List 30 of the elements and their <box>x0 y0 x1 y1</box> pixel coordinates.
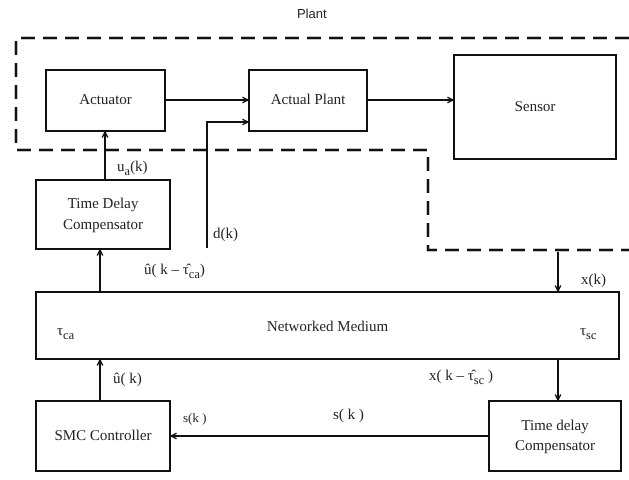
arrow <box>554 252 562 292</box>
arrow <box>96 359 104 400</box>
box-label: SMC Controller <box>53 426 153 446</box>
box-label: Actuator <box>78 91 133 110</box>
box-label: Sensor <box>514 98 556 117</box>
arrow <box>206 118 249 248</box>
region-heading: Plant <box>297 6 327 21</box>
process-box <box>248 69 368 132</box>
arrow <box>170 432 488 440</box>
signal-label: s(k ) <box>182 411 208 426</box>
arrow <box>368 96 454 104</box>
box-label: Time Delay Compensator <box>62 195 144 234</box>
process-box <box>453 54 617 160</box>
signal-label: d(k) <box>213 226 238 243</box>
edge-label: x(k) <box>580 272 607 288</box>
delay-symbol: τ$_{sc}$ <box>580 322 596 344</box>
edge-label: û( k) <box>112 371 143 388</box>
delay-symbol: τ$_{ca}$ <box>57 322 74 344</box>
arrow <box>96 249 104 291</box>
edge-label: s( k ) <box>332 407 365 424</box>
arrow <box>554 360 562 401</box>
process-box <box>45 69 166 132</box>
box-label: Actual Plant <box>270 91 346 110</box>
process-box <box>35 291 620 360</box>
box-label: Networked Medium <box>266 318 388 337</box>
process-box <box>35 400 171 472</box>
process-box <box>488 400 622 472</box>
box-label: Time delay Compensator <box>514 416 596 456</box>
arrow <box>166 96 249 104</box>
arrow <box>102 131 108 179</box>
